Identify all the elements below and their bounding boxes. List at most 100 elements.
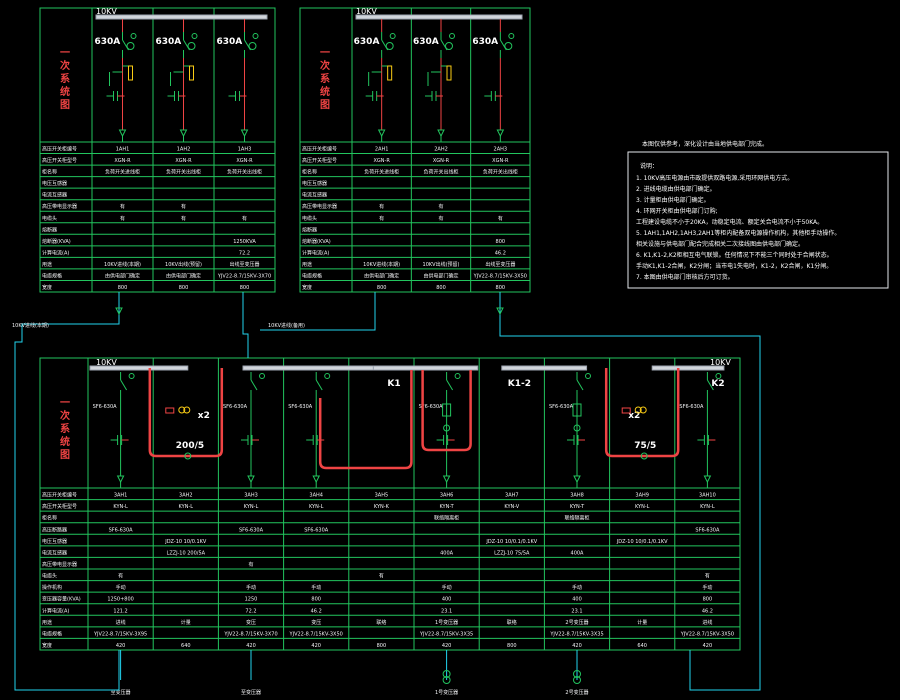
cell-value: 1250KVA xyxy=(233,239,256,245)
pt-symbol xyxy=(572,403,582,417)
switch-blade xyxy=(120,379,128,391)
cable-arrow xyxy=(496,307,504,316)
busbar xyxy=(355,14,523,20)
panel-frame xyxy=(299,7,531,293)
cell-value: 出线至变压器 xyxy=(229,261,259,268)
note-line: 4. 环网开关柜由供电部门订购; xyxy=(636,207,718,215)
cell-value: 3AH4 xyxy=(309,493,323,499)
fuse-symbol xyxy=(446,65,452,81)
exit-label: 2号变压器 xyxy=(565,689,588,696)
cell-value: 有 xyxy=(705,573,710,580)
row-label: 宽度 xyxy=(302,284,312,291)
cell-value: 1号变压器 xyxy=(435,619,458,626)
cell-value: 800 xyxy=(436,285,446,291)
cell-value: 有 xyxy=(120,215,125,222)
cell-value: XGN-R xyxy=(374,158,391,164)
feeder-label: 10KV进线(本期) xyxy=(12,322,49,329)
cell-value: YJV22-8.7/15KV-3X95 xyxy=(93,631,147,637)
panel-title-char: 系 xyxy=(60,72,70,85)
row-label: 用途 xyxy=(42,619,52,626)
cell-value: 1AH1 xyxy=(116,147,130,153)
cable-arrow xyxy=(179,129,188,138)
cable-arrow xyxy=(377,129,386,138)
row-label: 熔断器(KVA) xyxy=(302,238,331,245)
row-label: 操作机构 xyxy=(42,584,62,591)
row-label: 高压带电显示器 xyxy=(42,561,77,568)
cell-value: 由供电部门确定 xyxy=(166,272,201,279)
multiplier-label: x2 xyxy=(198,411,210,421)
fuse-symbol xyxy=(165,407,175,414)
cell-value: 联络 xyxy=(507,619,517,626)
cell-value: 出线至变压器 xyxy=(485,261,515,268)
cell-value: YJV22-8.7/15KV-3X50 xyxy=(289,631,343,637)
cell-value: 有 xyxy=(379,203,384,210)
cell-value: XGN-R xyxy=(492,158,509,164)
switch-label: K2 xyxy=(711,379,724,389)
row-label: 高压带电显示器 xyxy=(302,203,337,210)
fuse-symbol xyxy=(128,65,133,81)
row-label: 高压开关柜型号 xyxy=(302,157,337,164)
notes-title: 说明： xyxy=(640,162,658,170)
fuse-symbol xyxy=(387,65,393,81)
earth-symbol xyxy=(324,373,331,379)
bus-label: 10KV xyxy=(710,358,731,367)
cell-value: 800 xyxy=(507,643,517,649)
row-label: 柜名称 xyxy=(302,169,317,176)
ct-symbol xyxy=(184,452,192,460)
cell-value: 420 xyxy=(116,643,126,649)
cell-value: KYN-V xyxy=(504,504,519,510)
cell-value: 有 xyxy=(120,203,125,210)
cell-value: 有 xyxy=(181,215,186,222)
cell-value: 手动 xyxy=(116,584,126,591)
cell-value: 10KV进线(本期) xyxy=(104,261,141,268)
cell-value: 800 xyxy=(703,597,713,603)
panel-title-char: 图 xyxy=(60,449,70,461)
cell-value: 121.2 xyxy=(113,608,127,614)
cell-value: KYN-L xyxy=(113,504,128,510)
cell-value: 有 xyxy=(379,215,384,222)
row-label: 熔断器 xyxy=(42,226,57,233)
cell-value: 3AH5 xyxy=(375,493,389,499)
cell-value: 有 xyxy=(248,561,253,568)
cell-value: 负荷开关出线柜 xyxy=(227,169,262,176)
cell-value: 400A xyxy=(571,550,585,556)
cable-arrow xyxy=(118,129,127,138)
bus-label: 10KV xyxy=(356,7,377,16)
cell-value: 3AH2 xyxy=(179,493,193,499)
earth-symbol xyxy=(454,373,461,379)
cell-value: 有 xyxy=(379,573,384,580)
note-line: 相关设施与供电部门配合完成相关二次接线图由供电部门确定。 xyxy=(636,240,804,248)
pt-winding xyxy=(183,406,191,414)
switch-blade xyxy=(315,379,323,391)
cell-value: XGN-R xyxy=(114,158,131,164)
switch-blade xyxy=(576,379,584,391)
panel-title-char: 图 xyxy=(60,99,70,111)
cable-arrow xyxy=(437,129,445,138)
row-label: 用途 xyxy=(42,261,52,268)
cell-value: 负荷开关进线柜 xyxy=(105,169,140,176)
cell-value: KYN-K xyxy=(374,504,390,510)
panel-title-char: 系 xyxy=(60,422,70,435)
cell-value: 72.2 xyxy=(245,608,256,614)
note-line: 6. K1,K1-2,K2柜相互电气联锁。任何情况下不能三个同时处于合闸状态。 xyxy=(636,251,833,259)
breaker-label: SF6-630A xyxy=(223,404,248,410)
cell-value: 2AH2 xyxy=(434,147,448,153)
transformer-symbol xyxy=(573,670,581,678)
cell-value: 23.1 xyxy=(571,608,582,614)
cell-value: 23.1 xyxy=(441,608,452,614)
link-line xyxy=(242,292,249,358)
cell-value: 变压 xyxy=(311,619,321,626)
busbar xyxy=(242,365,374,371)
switch-blade xyxy=(183,39,190,51)
row-label: 高压开关柜型号 xyxy=(42,503,77,510)
transformer-symbol xyxy=(442,670,451,678)
rating-label: 630A xyxy=(354,37,380,47)
cell-value: 有 xyxy=(118,573,123,580)
row-label: 电缆规格 xyxy=(42,630,62,637)
cell-value: 计量 xyxy=(181,619,191,626)
tie-loop xyxy=(318,370,413,470)
row-label: 电压互感器 xyxy=(302,180,327,187)
earth-symbol xyxy=(252,33,259,39)
cell-value: XGN-R xyxy=(236,158,253,164)
row-label: 电缆规格 xyxy=(42,272,62,279)
